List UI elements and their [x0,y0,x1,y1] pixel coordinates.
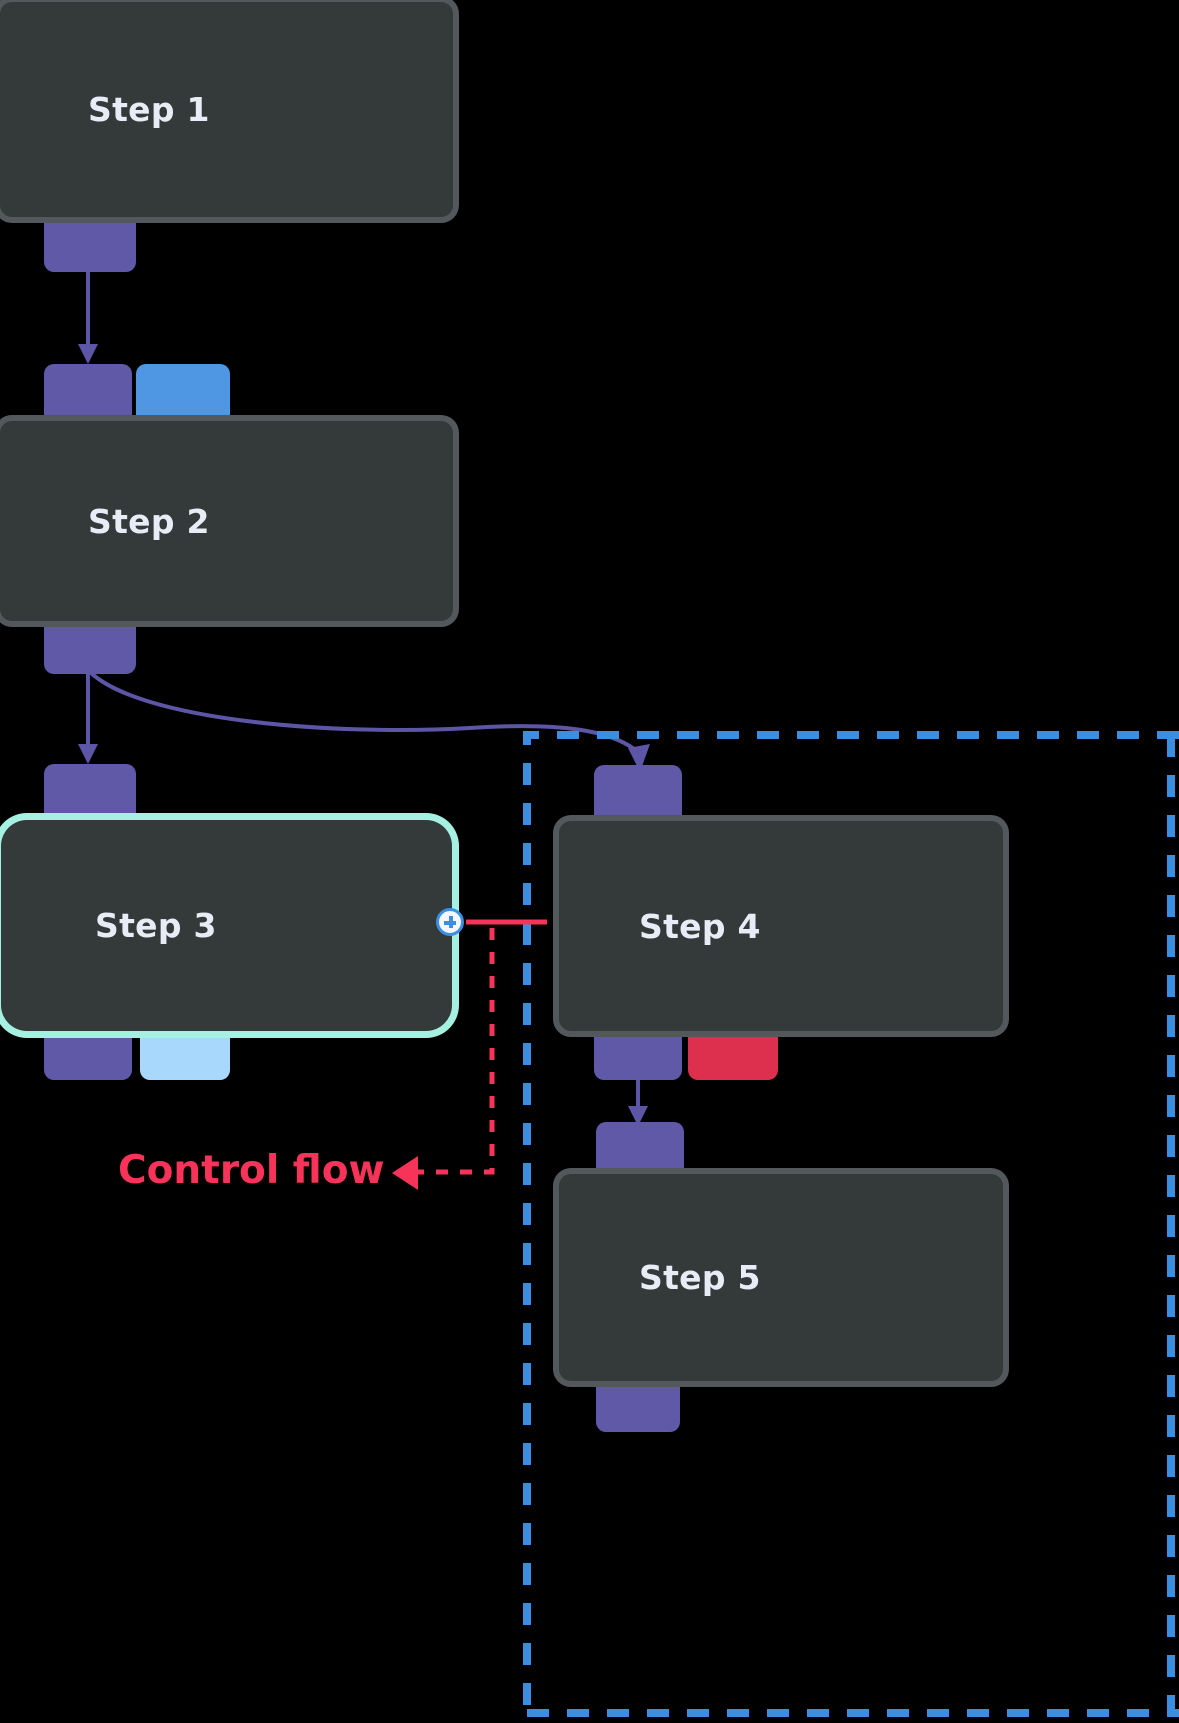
step5-output-port[interactable] [596,1380,680,1432]
plus-icon[interactable] [436,908,464,936]
step4-input-port[interactable] [594,765,682,821]
step2-secondary-input-port[interactable] [136,364,230,420]
step3-output-port[interactable] [44,1035,132,1080]
edge-step4-step5 [628,1075,648,1126]
step1-output-port[interactable] [44,218,136,272]
node-step4-label: Step 4 [639,906,761,946]
edge-step2-step4 [88,670,650,772]
node-step2[interactable]: Step 2 [0,415,459,627]
step2-output-port[interactable] [44,620,136,674]
step4-error-port[interactable] [688,1030,778,1080]
step4-output-port[interactable] [594,1030,682,1080]
node-step1[interactable]: Step 1 [0,0,459,223]
node-step4[interactable]: Step 4 [553,815,1009,1037]
step3-secondary-output-port[interactable] [140,1035,230,1080]
node-step5[interactable]: Step 5 [553,1168,1009,1387]
edge-step1-step2 [78,268,98,364]
step3-input-port[interactable] [44,764,136,820]
node-step3-label: Step 3 [95,906,217,945]
node-step2-label: Step 2 [88,501,210,541]
node-step5-label: Step 5 [639,1258,761,1297]
edge-step2-step3 [78,668,98,764]
control-flow-label: Control flow [118,1148,385,1193]
step2-input-port[interactable] [44,364,132,420]
node-step3[interactable]: Step 3 [7,826,446,1025]
node-step1-label: Step 1 [88,90,210,129]
